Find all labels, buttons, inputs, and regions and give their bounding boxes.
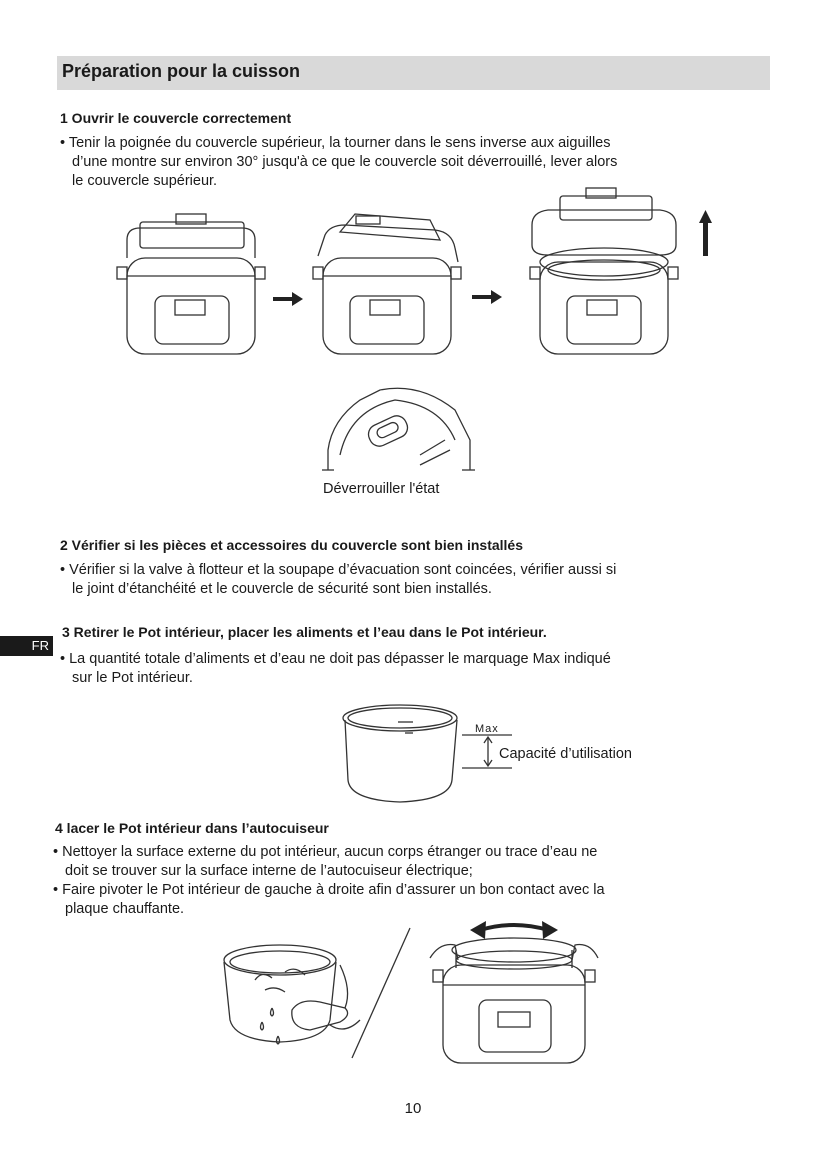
cooker-closed-icon: [116, 213, 266, 355]
section-4-text: • Nettoyer la surface externe du pot int…: [53, 844, 605, 917]
max-label: Max: [475, 723, 499, 735]
rotate-arrow-icon: [470, 921, 558, 939]
inner-pot-icon: [342, 704, 512, 803]
arrow-right-icon-2: [472, 290, 502, 304]
unlock-detail-icon: [322, 387, 475, 471]
section-3-text: • La quantité totale d’aliments et d’eau…: [60, 651, 611, 686]
pot-cleaning-and-placing-illustration: [223, 921, 599, 1064]
capacity-label: Capacité d’utilisation: [499, 746, 632, 762]
section-1-text: • Tenir la poignée du couvercle supérieu…: [60, 135, 618, 189]
arrow-up-icon: [699, 210, 712, 256]
divider-line: [351, 927, 411, 1059]
section-4-heading: 4 lacer le Pot intérieur dans l’autocuis…: [55, 820, 329, 836]
section-header-bar: [57, 56, 770, 90]
page-number: 10: [404, 1100, 422, 1117]
language-tab: FR: [0, 636, 53, 656]
cooker-open-icon: [529, 187, 679, 355]
cooker-rotated-icon: [312, 213, 462, 355]
section-2-heading: 2 Vérifier si les pièces et accessoires …: [60, 537, 524, 553]
cooker-illustrations: [116, 187, 712, 471]
section-1-heading: 1 Ouvrir le couvercle correctement: [60, 110, 292, 126]
arrow-right-icon-1: [273, 292, 303, 306]
washing-pot-icon: [223, 944, 337, 1045]
cooker-with-pot-icon: [429, 937, 599, 1064]
hand-with-cloth-icon: [291, 964, 361, 1031]
page-title: Préparation pour la cuisson: [62, 61, 301, 81]
section-3-heading: 3 Retirer le Pot intérieur, placer les a…: [62, 624, 547, 640]
unlock-caption: Déverrouiller l'état: [323, 481, 440, 497]
section-2-text: • Vérifier si la valve à flotteur et la …: [60, 562, 617, 597]
